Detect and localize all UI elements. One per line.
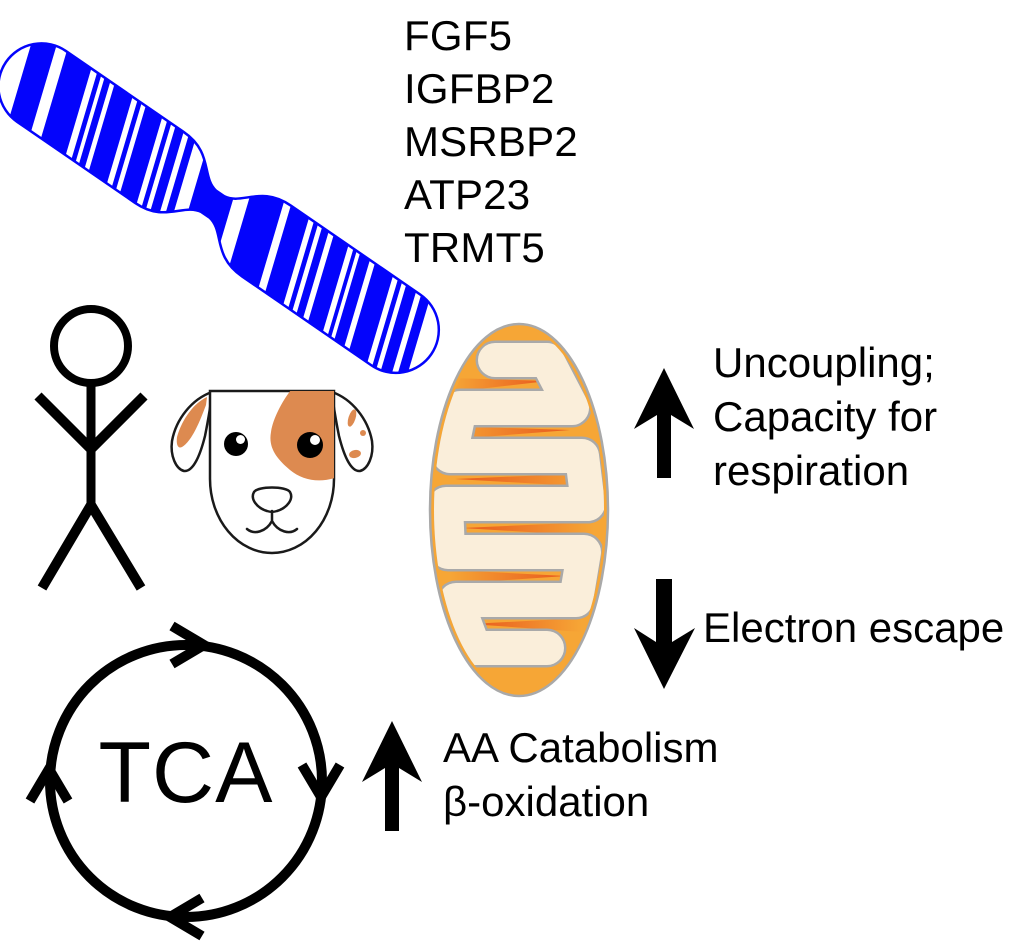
dog-right-eye-highlight bbox=[310, 435, 320, 445]
dog-right-eye bbox=[297, 432, 323, 458]
person-arms bbox=[34, 392, 148, 457]
tca-cycle-circle bbox=[45, 640, 327, 922]
gene-name: MSRBP2 bbox=[404, 118, 578, 165]
gene-list: FGF5 IGFBP2 MSRBP2 ATP23 TRMT5 bbox=[404, 9, 578, 274]
person-legs bbox=[37, 495, 146, 591]
annotation-electron-escape: Electron escape bbox=[703, 601, 1004, 655]
chromosome-ideogram-icon bbox=[0, 26, 441, 378]
mitochondrion-cristae bbox=[434, 340, 604, 668]
up-arrow-icon bbox=[634, 368, 694, 478]
down-arrow-icon bbox=[634, 579, 695, 689]
dog-mouth bbox=[245, 509, 299, 534]
gene-name: TRMT5 bbox=[404, 224, 545, 271]
annotation-line: Electron escape bbox=[703, 604, 1005, 651]
annotation-uncoupling: Uncoupling; Capacity for respiration bbox=[713, 336, 937, 498]
tca-cycle-icon bbox=[25, 621, 345, 941]
tca-cycle-arrowheads bbox=[25, 621, 345, 941]
annotation-line: respiration bbox=[713, 447, 910, 494]
chromosome-outline bbox=[0, 42, 441, 375]
up-arrow-icon bbox=[362, 721, 422, 831]
annotation-line: β-oxidation bbox=[443, 778, 650, 825]
annotation-line: Capacity for bbox=[713, 393, 938, 440]
annotation-catabolism: AA Catabolism β-oxidation bbox=[443, 721, 718, 829]
gene-name: ATP23 bbox=[404, 171, 531, 218]
annotation-line: Uncoupling; bbox=[713, 339, 935, 386]
dog-left-ear-patch bbox=[176, 397, 207, 448]
gene-name: FGF5 bbox=[404, 12, 513, 59]
dog-left-eye-highlight bbox=[236, 435, 245, 444]
dog-right-ear-spots bbox=[347, 409, 366, 459]
dog-right-ear bbox=[330, 390, 374, 473]
person-head bbox=[50, 305, 132, 387]
gene-name: IGFBP2 bbox=[404, 65, 555, 112]
annotation-line: AA Catabolism bbox=[443, 724, 719, 771]
dog-face-icon bbox=[170, 389, 374, 555]
dog-nose bbox=[251, 486, 293, 513]
dog-left-eye bbox=[224, 432, 248, 456]
chromosome-band-pattern bbox=[6, 26, 432, 378]
mitochondrion-icon bbox=[428, 322, 610, 698]
stick-figure-person-icon bbox=[34, 305, 148, 591]
tca-label: TCA bbox=[98, 725, 274, 821]
